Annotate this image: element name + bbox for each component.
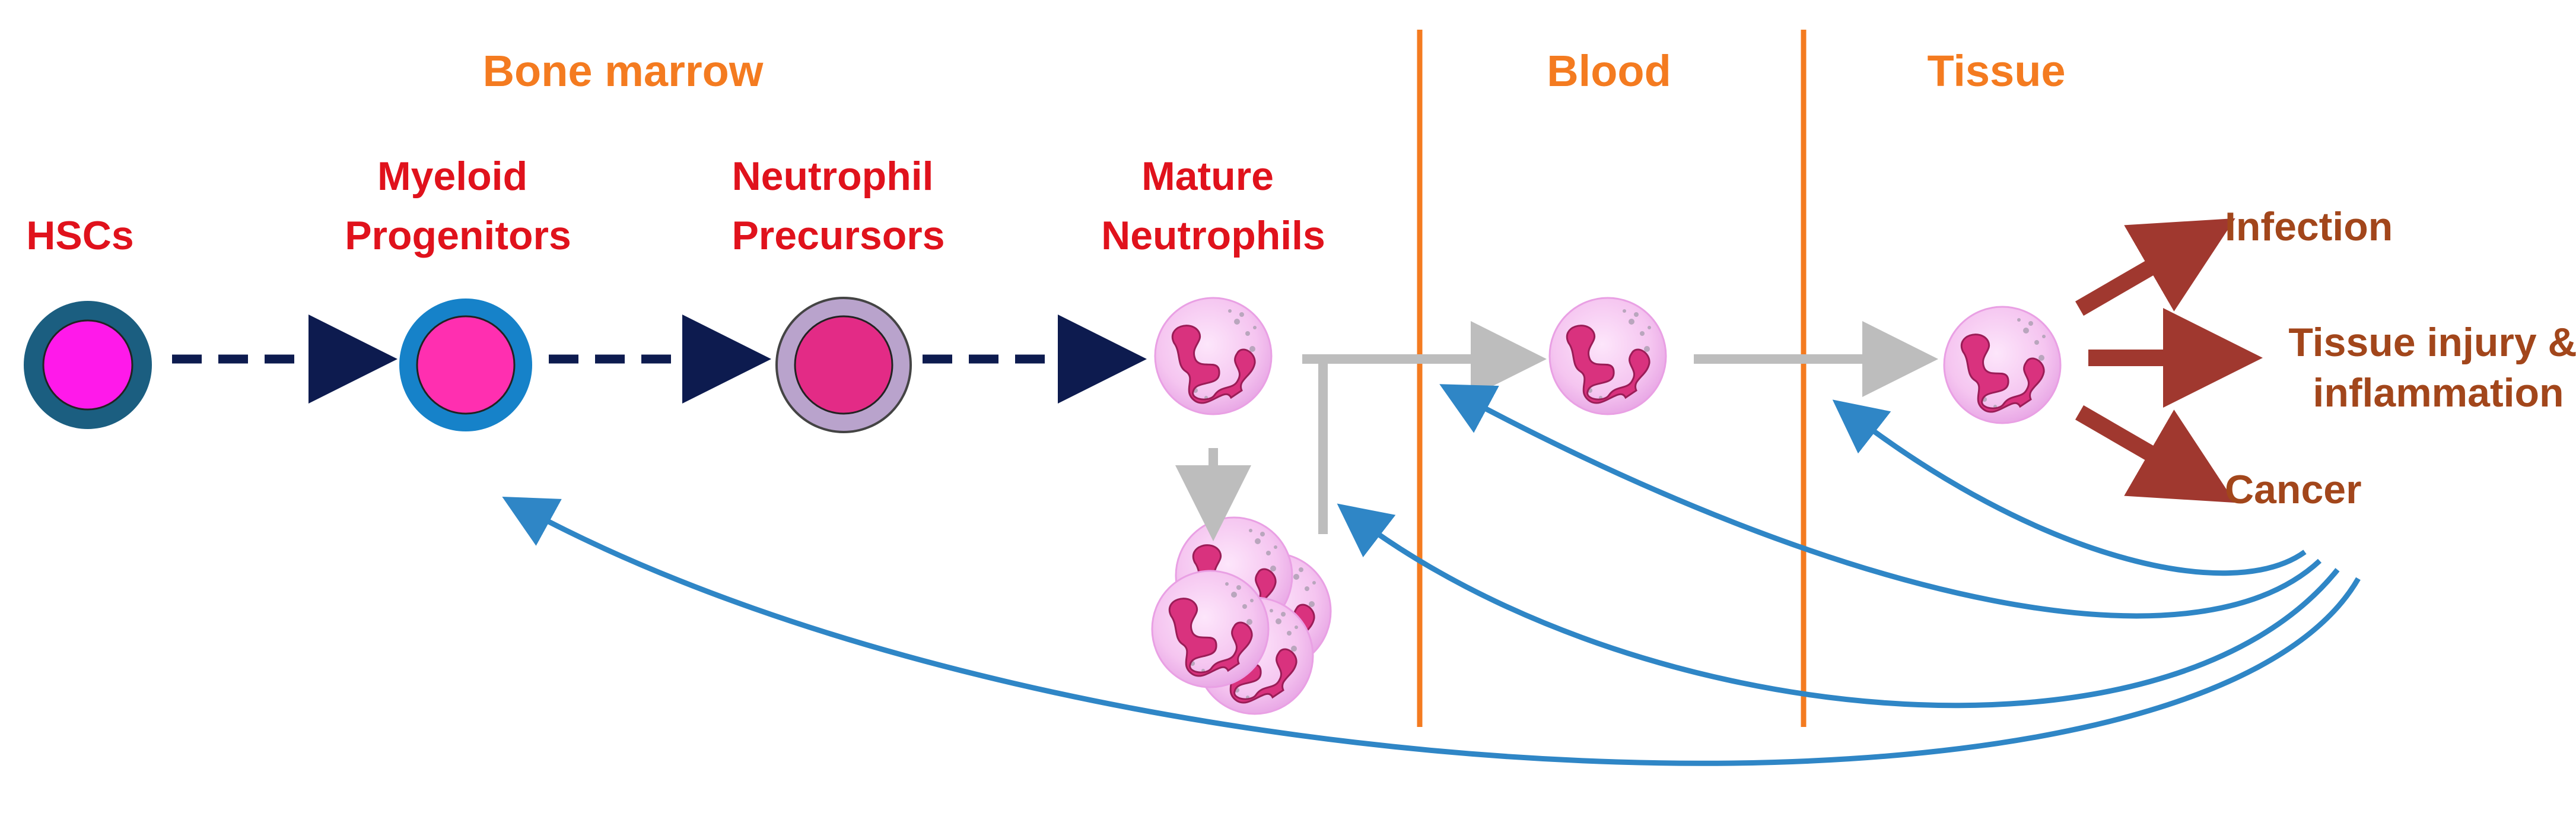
- feedback-arrow-to-progenitors: [502, 497, 2361, 766]
- region-bone-marrow: Bone marrow: [483, 46, 764, 96]
- arrow-to-cancer: [2075, 405, 2235, 503]
- arrow-to-infection: [2075, 218, 2235, 316]
- outcome-cancer: Cancer: [2225, 467, 2362, 512]
- feedback-arrow-to-tissue: [1832, 399, 2307, 576]
- blood-neutrophil-cell: [1548, 297, 1667, 415]
- neutrophil-reserve-cluster: [1151, 516, 1332, 715]
- mature-neutrophil-cell: [1154, 297, 1273, 415]
- tissue-neutrophil-cell: [1943, 306, 2062, 424]
- feedback-arrow-to-reserve: [1337, 503, 2340, 709]
- feedback-arrow-to-blood: [1439, 384, 2322, 619]
- outcome-tissue-injury: Tissue injury & inflammation: [2288, 320, 2576, 415]
- neutrophil-precursor-cell: [775, 297, 912, 433]
- label-mature-neutrophils: Mature Neutrophils: [1101, 154, 1325, 258]
- hsc-cell: [24, 301, 152, 429]
- myeloid-progenitor-cell: [399, 298, 532, 431]
- region-blood: Blood: [1547, 46, 1671, 96]
- label-myeloid-progenitors: Myeloid Progenitors: [345, 154, 571, 258]
- label-hscs: HSCs: [26, 213, 133, 258]
- region-tissue: Tissue: [1927, 46, 2065, 96]
- outcome-infection: Infection: [2225, 204, 2393, 249]
- label-neutrophil-precursors: Neutrophil Precursors: [732, 154, 944, 258]
